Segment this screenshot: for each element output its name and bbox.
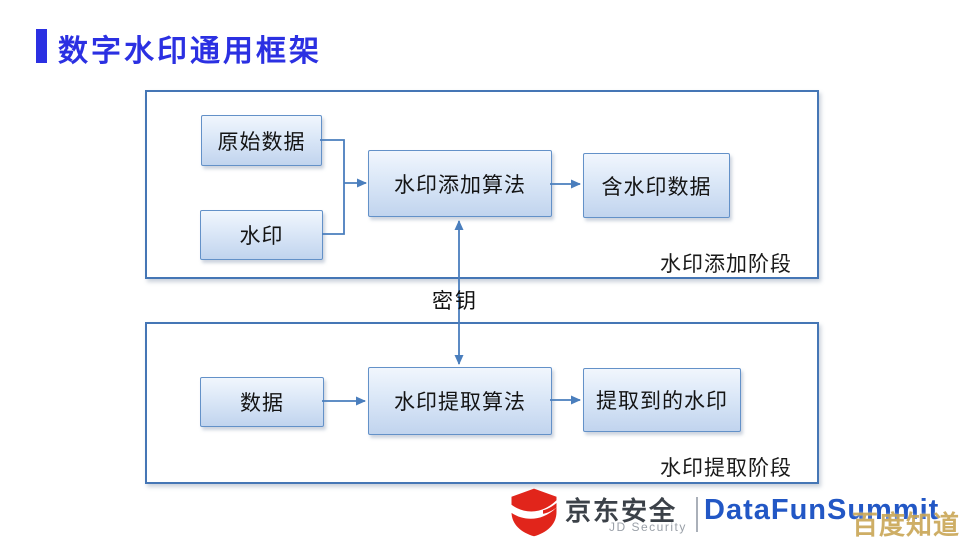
- jd-security-en-label: JD Security: [609, 520, 687, 534]
- page-title: 数字水印通用框架: [58, 35, 322, 68]
- node-original-data: 原始数据: [201, 115, 322, 166]
- title-accent-bar: [36, 29, 47, 63]
- footer-divider: [696, 497, 698, 532]
- datafunsummit-logo-text: DataFunSummit: [704, 494, 940, 526]
- node-extracted-watermark-label: 提取到的水印: [596, 390, 728, 413]
- jd-security-shield-icon: [511, 488, 557, 537]
- jd-security-cn-label: 京东安全: [565, 496, 678, 526]
- phase1-label: 水印添加阶段: [660, 253, 792, 276]
- key-label: 密钥: [432, 290, 478, 313]
- node-data: 数据: [200, 377, 324, 427]
- node-embed-algorithm: 水印添加算法: [368, 150, 552, 217]
- phase2-label: 水印提取阶段: [660, 457, 792, 480]
- node-watermarked-data-label: 含水印数据: [601, 175, 712, 199]
- node-original-data-label: 原始数据: [217, 130, 306, 154]
- node-watermark-label: 水印: [239, 225, 284, 248]
- node-extract-algorithm-label: 水印提取算法: [394, 391, 526, 414]
- baidu-zhidao-watermark: 百度知道: [852, 510, 960, 540]
- node-embed-algorithm-label: 水印添加算法: [394, 173, 526, 197]
- node-watermark: 水印: [200, 210, 323, 260]
- node-extract-algorithm: 水印提取算法: [368, 367, 552, 435]
- node-watermarked-data: 含水印数据: [583, 153, 730, 218]
- node-data-label: 数据: [240, 392, 284, 415]
- node-extracted-watermark: 提取到的水印: [583, 368, 741, 432]
